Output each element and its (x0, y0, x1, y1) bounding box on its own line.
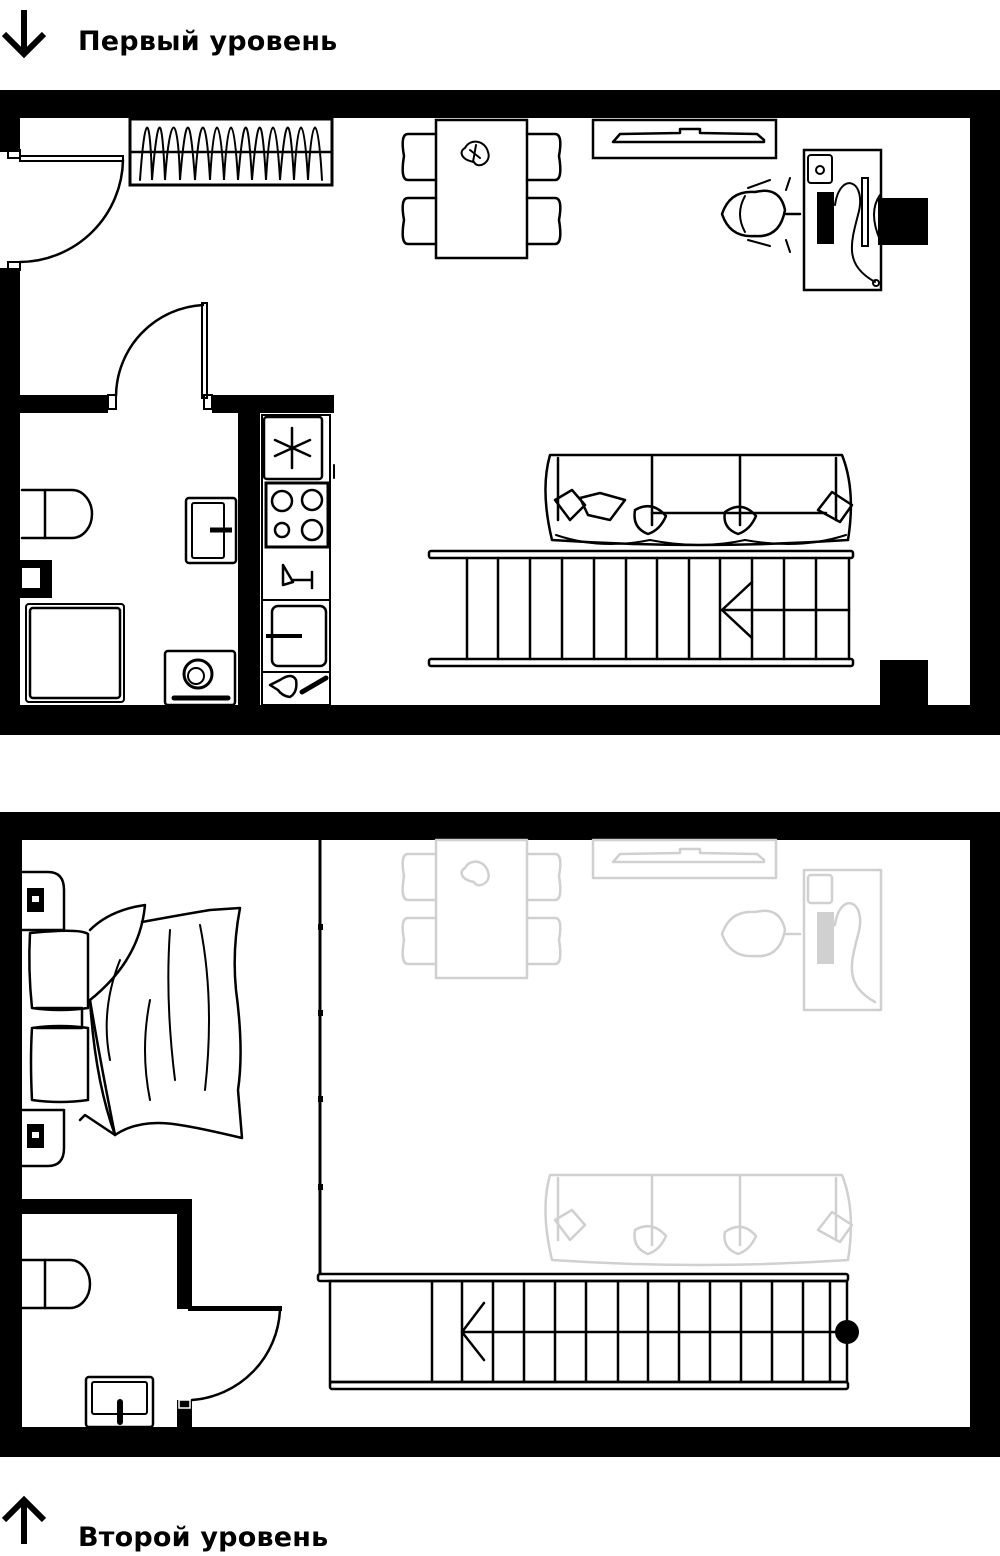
toilet (20, 488, 94, 540)
arrow-up-icon (1, 1495, 47, 1544)
double-bed (28, 903, 244, 1140)
utensils (261, 671, 331, 699)
floor-plan-second-level (0, 812, 1000, 1457)
walls (0, 812, 1000, 1457)
ghost-furniture-below (401, 838, 883, 1267)
staircase (316, 1272, 859, 1391)
monitor (861, 177, 881, 247)
sofa (544, 453, 854, 547)
arrow-down-icon (1, 10, 47, 59)
dining-chairs (401, 132, 562, 246)
kitchen-tap (261, 563, 331, 601)
toilet (20, 1258, 92, 1310)
floor-plan-first-level (0, 90, 1000, 735)
walls (0, 90, 1000, 735)
level-title: Второй уровень (78, 1522, 329, 1553)
level-title: Первый уровень (78, 26, 338, 57)
desk (802, 148, 883, 292)
kitchen-counter (261, 414, 331, 706)
wardrobe (128, 117, 334, 187)
level-label-second: Второй уровень (0, 1494, 328, 1553)
staircase (427, 549, 855, 668)
bathroom-sink (184, 496, 238, 565)
bedside-tables (20, 870, 66, 1168)
level-label-first: Первый уровень (0, 10, 337, 60)
fridge (262, 415, 335, 481)
office-chair (720, 177, 802, 253)
dining-table (434, 118, 529, 260)
kitchen-sink (266, 604, 328, 668)
washing-machine (163, 649, 237, 707)
bathroom-door[interactable] (107, 302, 213, 410)
bathroom-door[interactable] (178, 1308, 282, 1409)
tv-unit (591, 118, 778, 160)
riser (20, 560, 52, 598)
mezzanine-railing (318, 840, 323, 1275)
shower-tray (25, 603, 125, 703)
cooktop (264, 481, 330, 549)
entrance-door[interactable] (7, 149, 125, 271)
bathroom-sink (84, 1375, 155, 1429)
